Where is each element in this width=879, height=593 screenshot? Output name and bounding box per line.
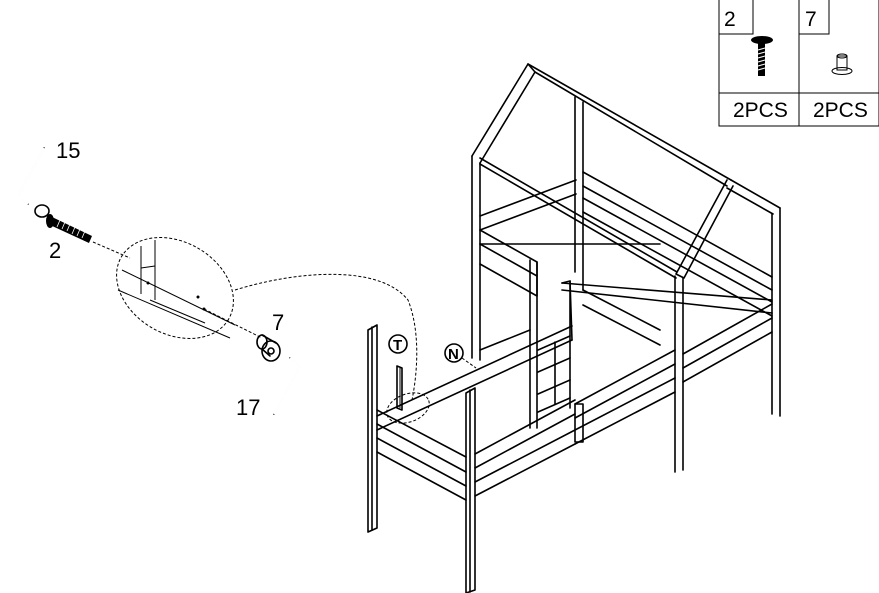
bolt-exploded-icon <box>46 214 92 243</box>
table-col-1-id: 2 <box>724 8 736 31</box>
barrel-nut-exploded-icon <box>256 334 281 362</box>
table-col-2-id: 7 <box>805 8 817 31</box>
detail-callout-bubble <box>116 237 263 339</box>
bolt-icon <box>751 36 773 76</box>
marker-t: T <box>388 334 408 354</box>
barrel-nut-icon <box>831 53 853 75</box>
svg-text:N: N <box>448 346 459 363</box>
callout-17: 17 <box>236 395 260 420</box>
svg-text:T: T <box>393 337 402 354</box>
allen-key-top-icon <box>16 147 45 205</box>
table-col-2-qty: 2PCS <box>813 99 868 122</box>
marker-n: N <box>444 343 464 363</box>
bed-frame <box>367 63 781 593</box>
allen-key-bottom-icon <box>273 357 302 415</box>
callout-15: 15 <box>56 138 80 163</box>
washer-icon <box>34 204 50 218</box>
callout-7: 7 <box>272 310 284 335</box>
callout-2: 2 <box>49 238 61 263</box>
table-col-1-qty: 2PCS <box>733 99 788 122</box>
parts-table: 2 7 2PCS 2PCS <box>718 0 879 127</box>
part-t-post <box>396 365 403 411</box>
